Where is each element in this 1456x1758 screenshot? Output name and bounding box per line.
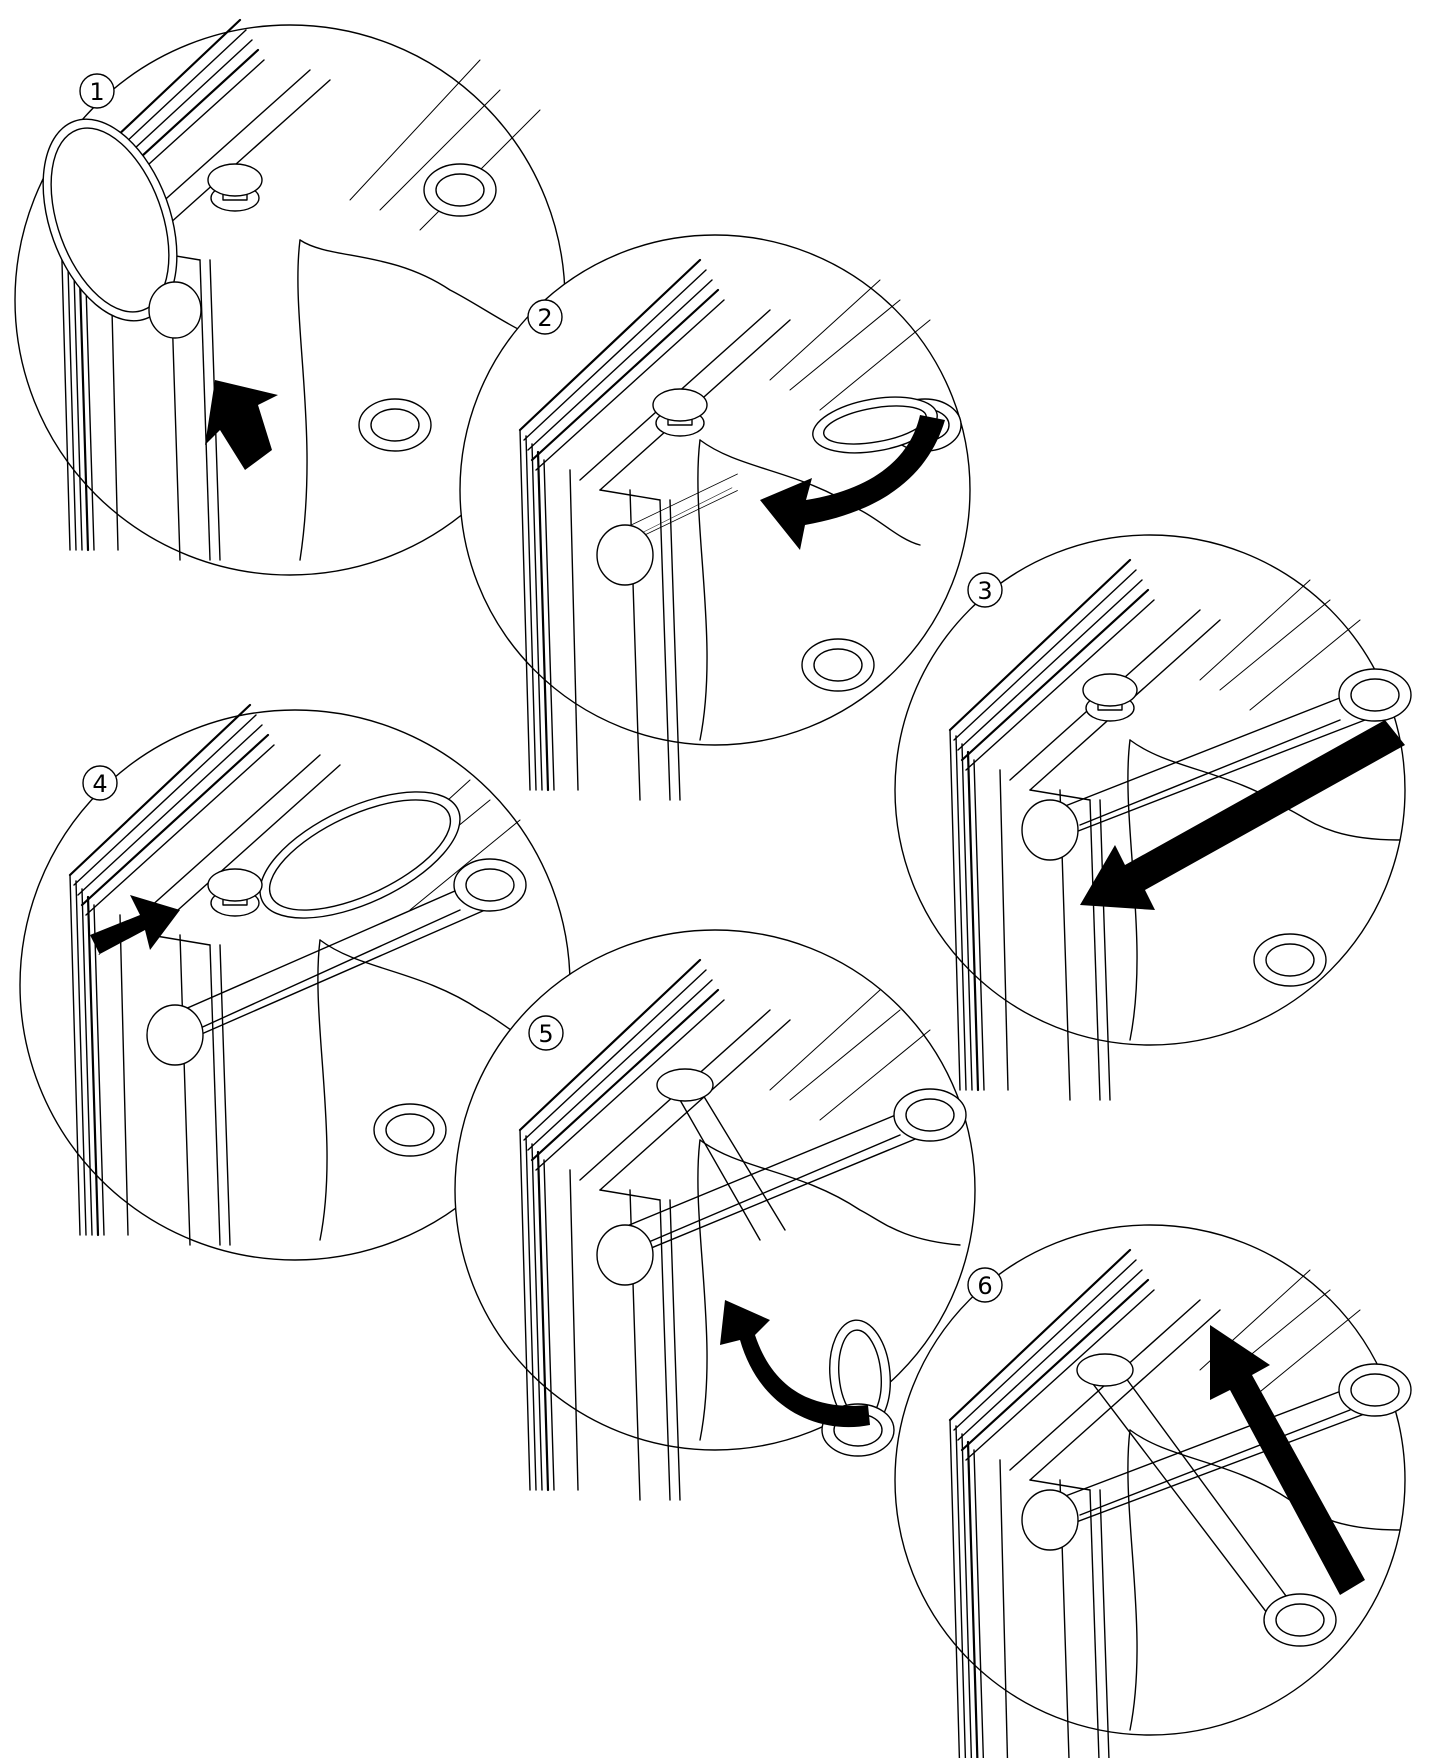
- step-1-label: 1: [80, 74, 114, 108]
- step-6-panel: 6: [895, 1225, 1411, 1758]
- step-2-panel: 2: [460, 235, 970, 800]
- svg-text:5: 5: [538, 1020, 553, 1048]
- svg-text:2: 2: [537, 304, 552, 332]
- grommet: [359, 399, 431, 451]
- pin-head: [147, 1005, 203, 1065]
- grommet: [424, 164, 496, 216]
- step-3-panel: 3: [895, 535, 1411, 1100]
- pin-head: [149, 282, 201, 338]
- push-arrow: [90, 895, 180, 955]
- knob: [657, 1069, 713, 1101]
- knob: [1077, 1354, 1133, 1386]
- step-2-label: 2: [528, 300, 562, 334]
- pin-head: [1022, 800, 1078, 860]
- svg-text:4: 4: [92, 770, 107, 798]
- step-5-panel: 5: [455, 930, 975, 1500]
- svg-text:1: 1: [89, 78, 104, 106]
- pin-head: [597, 1225, 653, 1285]
- step-6-label: 6: [968, 1268, 1002, 1302]
- step-5-label: 5: [529, 1016, 563, 1050]
- pin-head: [597, 525, 653, 585]
- svg-text:6: 6: [977, 1272, 992, 1300]
- pin-head: [1022, 1490, 1078, 1550]
- step-4-label: 4: [83, 766, 117, 800]
- knob: [208, 164, 262, 211]
- svg-text:3: 3: [977, 577, 992, 605]
- step-3-label: 3: [968, 573, 1002, 607]
